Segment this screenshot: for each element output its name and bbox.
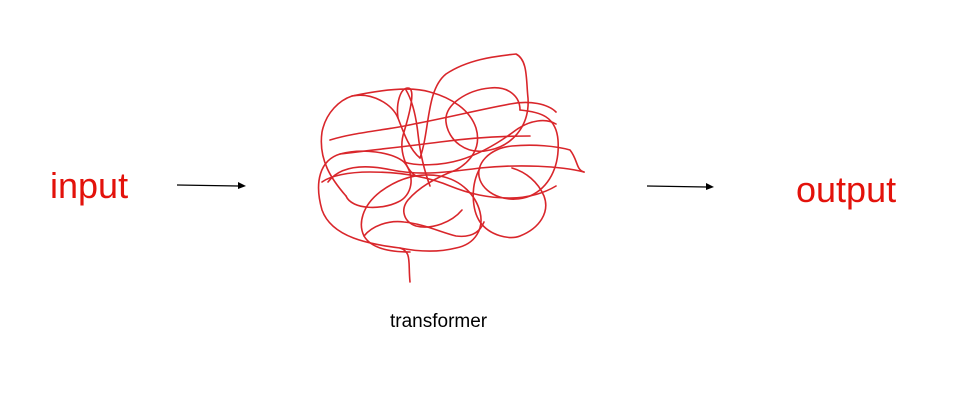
transformer-label: transformer [390,311,488,332]
scribble-stroke [360,174,482,253]
scribble-stroke [339,135,531,155]
output-label: output [796,169,897,210]
scribble-stroke [419,53,529,159]
scribble-stroke [321,171,557,199]
scribble-stroke [403,169,463,228]
right-arrow-icon [646,183,714,190]
right-arrow-icon [176,182,246,189]
scribble-stroke [477,109,585,200]
scribble-stroke [363,220,485,238]
scribble-stroke [472,167,547,239]
scribble-stroke [327,165,585,183]
scribble-stroke [329,101,557,141]
input-label: input [50,165,129,206]
scribble-stroke [403,119,557,166]
scribble-stroke [351,88,479,171]
scribble-stroke [405,89,431,187]
